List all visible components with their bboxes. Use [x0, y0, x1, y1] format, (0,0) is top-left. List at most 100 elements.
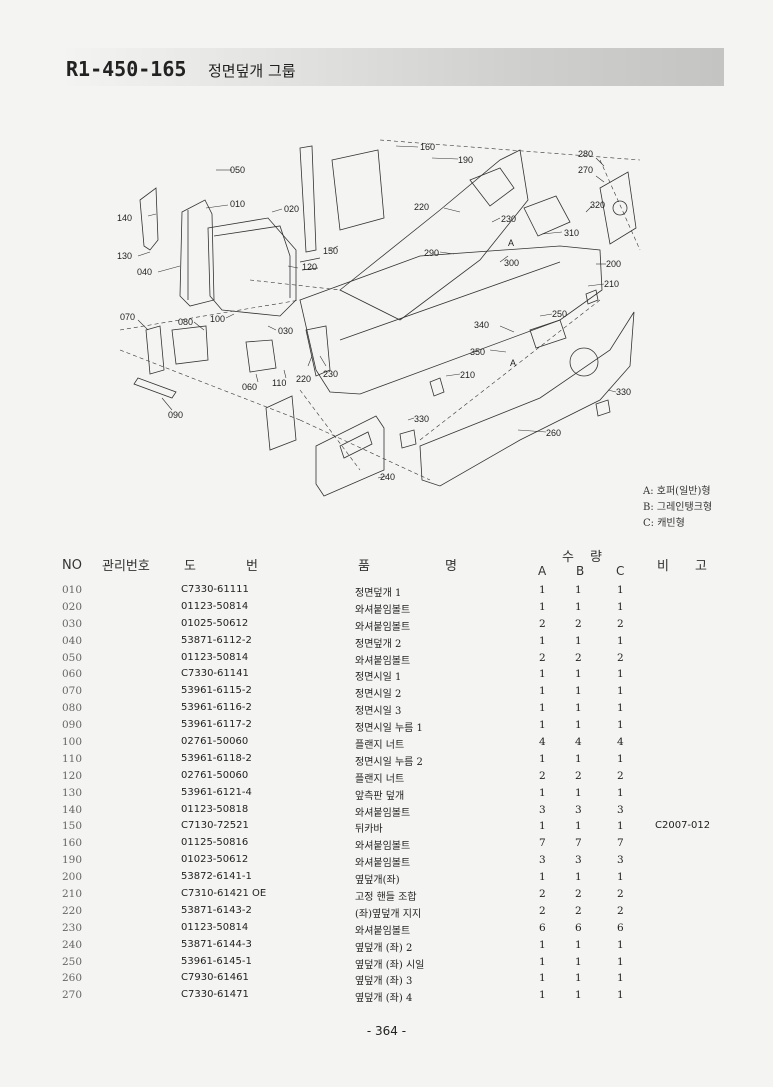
callout-280: 280 — [578, 149, 593, 159]
cell-part-name: 와셔붙임볼트 — [355, 807, 411, 819]
cell-qty-b: 6 — [575, 921, 582, 934]
cell-part-name: 고정 핸들 조합 — [355, 892, 417, 904]
cell-no: 210 — [62, 888, 83, 901]
cell-part-name: 와셔붙임볼트 — [355, 858, 411, 870]
callout-010: 010 — [230, 199, 245, 209]
header-myeong: 명 — [445, 559, 457, 574]
cell-qty-c: 7 — [617, 837, 624, 850]
callout-090: 090 — [168, 410, 183, 420]
cell-qty-c: 1 — [617, 820, 624, 833]
callout-120: 120 — [302, 262, 317, 272]
cell-qty-b: 4 — [575, 736, 582, 749]
header-col-a: A — [538, 564, 547, 578]
cell-no: 270 — [62, 989, 83, 1002]
cell-no: 140 — [62, 803, 83, 816]
cell-qty-c: 6 — [617, 921, 624, 934]
cell-no: 020 — [62, 600, 83, 613]
cell-qty-c: 1 — [617, 600, 624, 613]
cell-qty-b: 1 — [575, 702, 582, 715]
callout-080: 080 — [178, 317, 193, 327]
header-col-c: C — [616, 564, 625, 578]
cell-no: 230 — [62, 921, 83, 934]
cell-no: 190 — [62, 854, 83, 867]
callout-040: 040 — [137, 267, 152, 277]
cell-no: 030 — [62, 617, 83, 630]
callout-050: 050 — [230, 165, 245, 175]
cell-part-number: 53961-6145-1 — [181, 955, 252, 967]
cell-qty-c: 1 — [617, 786, 624, 799]
cell-qty-a: 2 — [539, 617, 546, 630]
dashed-guide-lines — [119, 139, 641, 481]
callout-290: 290 — [424, 248, 439, 258]
callout-210b: 210 — [460, 370, 475, 380]
callout-240: 240 — [380, 472, 395, 482]
callout-200: 200 — [606, 259, 621, 269]
cell-qty-a: 1 — [539, 955, 546, 968]
cell-part-number: 53961-6116-2 — [181, 702, 252, 714]
callout-160: 160 — [420, 142, 435, 152]
cell-qty-b: 1 — [575, 685, 582, 698]
cell-qty-a: 1 — [539, 871, 546, 884]
callout-150: 150 — [323, 246, 338, 256]
cell-qty-b: 1 — [575, 634, 582, 647]
cell-part-name: 옆덮개 (좌) 2 — [355, 942, 413, 954]
callout-140: 140 — [117, 213, 132, 223]
callout-110: 110 — [272, 378, 286, 388]
part-callouts: 010 020 030 040 050 060 070 080 090 100 … — [117, 142, 631, 482]
cell-part-name: 옆덮개 (좌) 시일 — [355, 959, 425, 971]
cell-no: 070 — [62, 685, 83, 698]
callout-060: 060 — [242, 382, 257, 392]
cell-qty-a: 4 — [539, 736, 546, 749]
cell-part-name: 정면시일 3 — [355, 706, 402, 718]
cell-part-name: 정면시일 누름 1 — [355, 723, 423, 735]
cell-no: 130 — [62, 786, 83, 799]
cell-qty-c: 3 — [617, 854, 624, 867]
cell-qty-a: 1 — [539, 668, 546, 681]
cell-no: 110 — [62, 752, 83, 765]
cell-part-number: 02761-50060 — [181, 769, 249, 781]
cell-part-number: C7930-61461 — [181, 972, 249, 984]
cell-part-name: (좌)옆덮개 지지 — [355, 908, 422, 920]
cell-part-number: C7130-72521 — [181, 820, 249, 832]
cell-part-name: 와셔붙임볼트 — [355, 925, 411, 937]
cell-qty-a: 1 — [539, 702, 546, 715]
cell-qty-c: 1 — [617, 752, 624, 765]
cell-qty-b: 1 — [575, 584, 582, 596]
callout-a2: A — [510, 358, 516, 368]
header-beon: 번 — [246, 559, 258, 574]
cell-part-number: 01123-50814 — [181, 600, 249, 612]
cell-qty-b: 2 — [575, 617, 582, 630]
cell-qty-c: 1 — [617, 685, 624, 698]
cell-remark: C2007-012 — [655, 820, 711, 832]
cell-qty-a: 3 — [539, 854, 546, 867]
cell-qty-b: 1 — [575, 786, 582, 799]
cell-no: 250 — [62, 955, 83, 968]
cell-qty-c: 1 — [617, 972, 624, 985]
callout-350: 350 — [470, 347, 485, 357]
header-bi: 비 — [657, 559, 669, 574]
cell-no: 010 — [62, 584, 83, 596]
cell-qty-c: 2 — [617, 888, 624, 901]
cell-qty-c: 1 — [617, 634, 624, 647]
cell-qty-a: 6 — [539, 921, 546, 934]
cell-part-name: 와셔붙임볼트 — [355, 841, 411, 853]
cell-no: 160 — [62, 837, 83, 850]
cell-part-number: 53961-6115-2 — [181, 685, 252, 697]
callout-130: 130 — [117, 251, 132, 261]
callout-020: 020 — [284, 204, 299, 214]
cell-qty-b: 2 — [575, 651, 582, 664]
cell-part-number: 53961-6121-4 — [181, 786, 252, 798]
